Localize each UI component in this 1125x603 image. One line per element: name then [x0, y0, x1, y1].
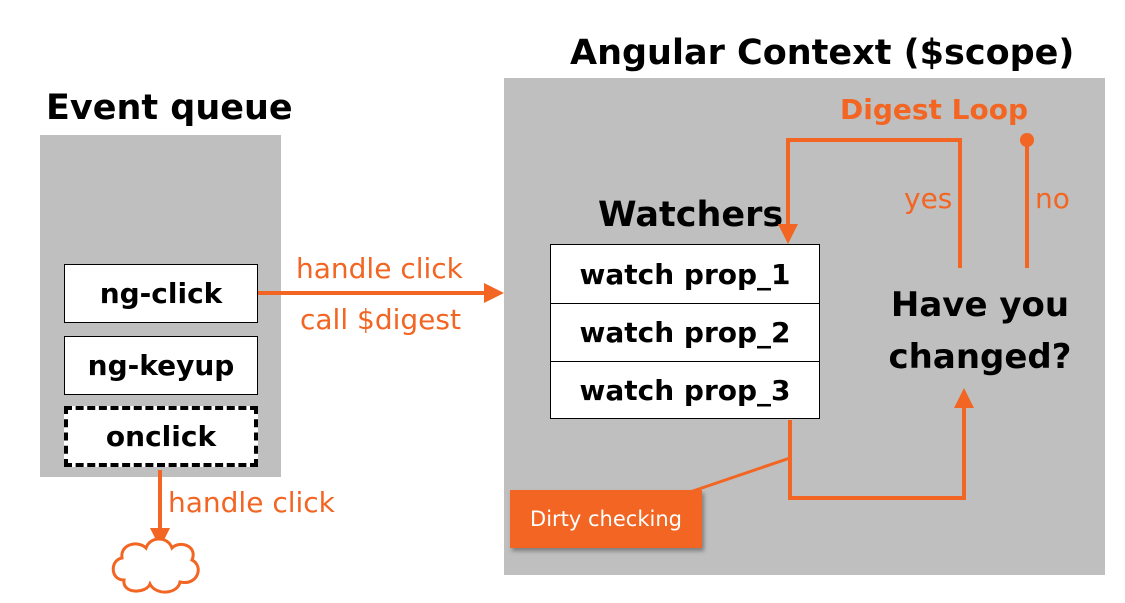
- angular-context-title: Angular Context ($scope): [570, 33, 1075, 73]
- question-line-1: Have you: [890, 285, 1070, 325]
- watchers-title: Watchers: [598, 195, 784, 235]
- have-you-changed-question: Have you changed?: [880, 279, 1080, 383]
- no-label: no: [1035, 182, 1070, 215]
- ng-click-item: ng-click: [64, 264, 258, 323]
- dirty-checking-arrow: [788, 388, 974, 500]
- cloud-icon: [111, 537, 200, 594]
- digest-loop-exit-dot: [1020, 133, 1034, 147]
- question-line-2: changed?: [888, 337, 1072, 377]
- watcher-row: watch prop_3: [550, 361, 820, 419]
- watcher-row: watch prop_1: [550, 244, 820, 304]
- dirty-checking-callout: Dirty checking: [510, 490, 702, 548]
- digest-loop-yes-arrow: [778, 138, 962, 268]
- call-digest-label: call $digest: [300, 303, 461, 336]
- dirty-checking-pointer: [689, 456, 791, 494]
- onclick-item: onclick: [64, 406, 258, 467]
- event-queue-title: Event queue: [46, 88, 293, 128]
- ng-keyup-item: ng-keyup: [64, 336, 258, 395]
- yes-label: yes: [904, 182, 953, 215]
- digest-loop-label: Digest Loop: [840, 93, 1029, 126]
- handle-click-label: handle click: [296, 252, 463, 285]
- queue-handle-click-label: handle click: [168, 486, 335, 519]
